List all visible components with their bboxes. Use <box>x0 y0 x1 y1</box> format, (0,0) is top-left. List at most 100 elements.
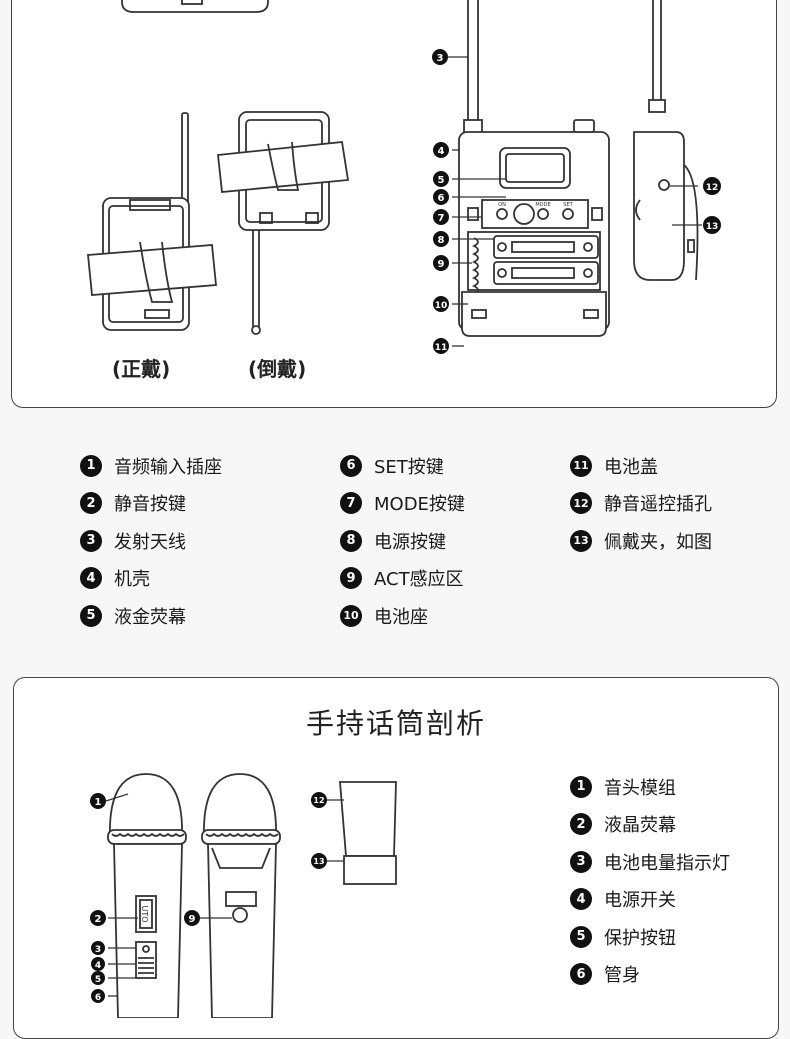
svg-text:12: 12 <box>313 796 324 805</box>
legend-number: 3 <box>570 850 592 873</box>
on-label: ON <box>498 202 506 208</box>
legend-item: 8 电源按键 <box>340 522 465 560</box>
legend-number: 9 <box>340 567 362 590</box>
back-worn-caption: (倒戴) <box>248 357 307 381</box>
transmitter-callout-10: 10 <box>433 296 449 312</box>
transmitter-callout-8: 8 <box>433 231 449 247</box>
legend-number: 3 <box>80 529 102 552</box>
legend-label: 音频输入插座 <box>114 456 222 478</box>
legend-item: 11 电池盖 <box>570 447 712 485</box>
svg-text:3: 3 <box>95 945 101 955</box>
legend-label: 电源按键 <box>374 531 446 553</box>
legend-item: 6 管身 <box>570 956 730 994</box>
transmitter-callout-4: 4 <box>433 142 449 158</box>
transmitter-illustration: 3 4 5 6 7 8 9 10 <box>87 0 721 354</box>
svg-text:2: 2 <box>95 914 102 925</box>
svg-text:9: 9 <box>438 259 445 270</box>
legend-label: 机壳 <box>114 569 150 591</box>
legend-number: 6 <box>570 963 592 986</box>
set-label: SET <box>563 202 573 208</box>
handheld-callout-3: 3 <box>91 941 105 955</box>
legend-number: 2 <box>80 492 102 515</box>
transmitter-diagram-panel: 3 4 5 6 7 8 9 10 <box>11 0 777 408</box>
svg-text:6: 6 <box>95 993 101 1003</box>
handheld-illustration: 1 2 3 4 5 6 9 12 <box>90 773 397 1018</box>
legend-label: ACT感应区 <box>374 569 464 591</box>
legend-label: 静音遥控插孔 <box>604 494 712 516</box>
legend-item: 1 音频输入插座 <box>80 447 222 485</box>
transmitter-legend-col3: 11 电池盖 12 静音遥控插孔 13 佩戴夹，如图 <box>570 447 712 560</box>
legend-number: 12 <box>570 492 592 515</box>
transmitter-callout-6: 6 <box>433 189 449 205</box>
legend-number: 7 <box>340 492 362 515</box>
svg-text:8: 8 <box>438 235 445 246</box>
handheld-callout-12: 12 <box>311 792 327 808</box>
legend-label: 佩戴夹，如图 <box>604 531 712 553</box>
legend-number: 8 <box>340 529 362 552</box>
handheld-callout-13: 13 <box>311 853 327 869</box>
handheld-callout-4: 4 <box>91 957 105 971</box>
svg-text:11: 11 <box>435 343 448 353</box>
legend-label: SET按键 <box>374 456 444 478</box>
transmitter-callout-3: 3 <box>432 49 448 65</box>
legend-number: 4 <box>570 888 592 911</box>
handheld-callout-2: 2 <box>90 910 106 926</box>
svg-text:13: 13 <box>706 222 719 232</box>
svg-text:12: 12 <box>706 183 719 193</box>
transmitter-callout-5: 5 <box>433 171 449 187</box>
transmitter-callout-7: 7 <box>433 209 449 225</box>
legend-label: 电池盖 <box>604 456 658 478</box>
legend-item: 13 佩戴夹，如图 <box>570 522 712 560</box>
mode-label: MODE <box>535 202 550 208</box>
legend-number: 11 <box>570 454 592 477</box>
handheld-callout-9: 9 <box>184 910 200 926</box>
legend-label: 液金荧幕 <box>114 606 186 628</box>
legend-number: 10 <box>340 604 362 627</box>
legend-label: MODE按键 <box>374 494 465 516</box>
legend-item: 5 保护按钮 <box>570 918 730 956</box>
legend-label: 电池座 <box>374 606 428 628</box>
handheld-callout-1: 1 <box>90 793 106 809</box>
legend-number: 13 <box>570 529 592 552</box>
legend-item: 7 MODE按键 <box>340 485 465 523</box>
svg-text:4: 4 <box>95 961 101 971</box>
legend-number: 1 <box>570 775 592 798</box>
svg-text:7: 7 <box>438 213 445 224</box>
handheld-mic-panel: 手持话筒剖析 <box>13 677 779 1039</box>
legend-number: 2 <box>570 813 592 836</box>
mic-lcd-text: UTO <box>140 905 149 922</box>
handheld-callout-6: 6 <box>91 989 105 1003</box>
svg-text:3: 3 <box>437 53 444 64</box>
svg-text:5: 5 <box>95 975 101 985</box>
legend-label: 电源开关 <box>604 890 676 912</box>
legend-number: 1 <box>80 454 102 477</box>
svg-text:13: 13 <box>313 857 324 866</box>
svg-text:1: 1 <box>95 797 102 808</box>
legend-item: 12 静音遥控插孔 <box>570 485 712 523</box>
svg-text:6: 6 <box>438 193 445 204</box>
front-worn-caption: (正戴) <box>112 357 171 381</box>
transmitter-callout-11: 11 <box>433 338 449 354</box>
legend-item: 9 ACT感应区 <box>340 560 465 598</box>
transmitter-callout-9: 9 <box>433 255 449 271</box>
legend-number: 5 <box>570 925 592 948</box>
handheld-title: 手持话筒剖析 <box>305 707 486 740</box>
svg-text:9: 9 <box>189 914 196 925</box>
svg-text:5: 5 <box>438 175 445 186</box>
svg-text:4: 4 <box>438 146 445 157</box>
svg-text:10: 10 <box>435 301 448 311</box>
legend-item: 4 电源开关 <box>570 881 730 919</box>
legend-item: 5 液金荧幕 <box>80 597 222 635</box>
transmitter-callout-13: 13 <box>703 216 721 234</box>
legend-label: 管身 <box>604 965 640 987</box>
legend-label: 保护按钮 <box>604 927 676 949</box>
legend-number: 5 <box>80 604 102 627</box>
